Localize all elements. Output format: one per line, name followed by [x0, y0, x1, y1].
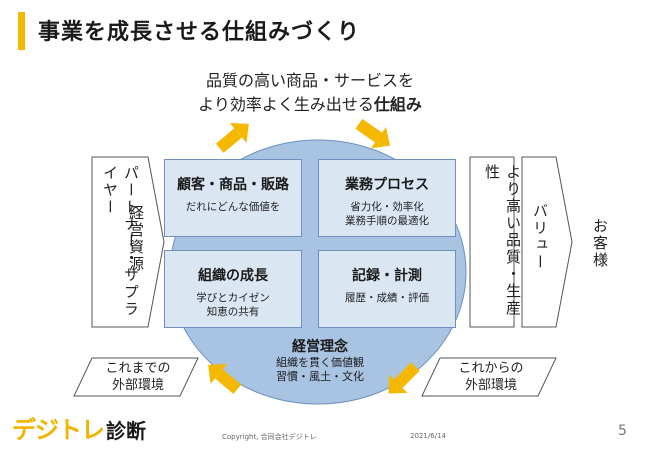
- title-accent-bar: [18, 12, 25, 50]
- quadrant-title: 記録・計測: [352, 268, 422, 284]
- company-logo: デジトレ診断: [12, 410, 146, 445]
- center-subs: 組織を貫く価値観 習慣・風土・文化: [240, 356, 400, 384]
- quadrant-sub-line: 学びとカイゼン: [196, 292, 270, 304]
- copyright-text: Copyright, 合同会社デジトレ: [222, 433, 317, 441]
- quadrant-sub-line: 省力化・効率化: [350, 201, 424, 213]
- headline-line2: より効率よく生み出せる仕組み: [120, 91, 500, 115]
- arrow-down-left-icon: [388, 362, 420, 394]
- quadrant-title: 組織の成長: [198, 268, 268, 284]
- arrow-up-right-icon: [215, 122, 249, 153]
- quadrant-customer: 顧客・商品・販路 だれにどんな価値を: [164, 159, 302, 237]
- headline-line2-prefix: より効率よく生み出せる: [198, 95, 374, 114]
- headline-line2-strong: 仕組み: [373, 95, 422, 114]
- customer-label: お客様: [591, 218, 609, 269]
- outer-env-past: これまでの 外部環境: [88, 360, 188, 394]
- outer-right-shape: [421, 357, 557, 397]
- logo-main-text: デジトレ: [12, 416, 105, 444]
- quadrant-sub-line: 業務手順の最適化: [345, 215, 429, 227]
- outer-env-past-line: これまでの: [105, 361, 171, 376]
- logo-sub-text: 診断: [106, 419, 146, 443]
- right-box-quality: より高い品質・生産性: [483, 164, 522, 317]
- slide-date: 2021/6/14: [410, 432, 446, 440]
- quadrant-title: 顧客・商品・販路: [177, 177, 289, 193]
- outer-left-shape: [73, 357, 199, 397]
- left-banner-shape: [91, 156, 165, 328]
- outer-env-future-line: 外部環境: [464, 378, 517, 393]
- quadrant-title: 業務プロセス: [345, 177, 429, 193]
- quadrant-records: 記録・計測 履歴・成績・評価: [318, 250, 456, 328]
- right-box2-shape: [521, 156, 573, 328]
- center-title: 経営理念: [292, 339, 348, 355]
- arrow-down-right-icon: [355, 118, 391, 149]
- quadrant-sub: だれにどんな価値を: [185, 201, 281, 213]
- quadrant-process: 業務プロセス 省力化・効率化 業務手順の最適化: [318, 159, 456, 237]
- outer-env-past-line: 外部環境: [111, 378, 164, 393]
- center-sub-line: 組織を貫く価値観: [276, 356, 364, 369]
- slide-title: 事業を成長させる仕組みづくり: [38, 20, 361, 45]
- quadrant-sub: 履歴・成績・評価: [345, 292, 429, 304]
- quadrant-organization: 組織の成長 学びとカイゼン 知恵の共有: [164, 250, 302, 328]
- outer-env-future-line: これからの: [458, 361, 524, 376]
- headline-line1: 品質の高い商品・サービスを: [205, 71, 414, 90]
- outer-env-future: これからの 外部環境: [436, 360, 546, 394]
- center-sub-line: 習慣・風土・文化: [276, 370, 364, 383]
- arrow-up-left-icon: [208, 363, 242, 394]
- left-banner-resources: 経営資源: [127, 205, 145, 273]
- quadrant-sub-line: 知恵の共有: [206, 306, 260, 318]
- quadrant-sub: 省力化・効率化 業務手順の最適化: [319, 200, 455, 228]
- right-box-value: バリュー: [531, 203, 549, 271]
- right-box1-shape: [469, 156, 515, 328]
- quadrant-sub: 学びとカイゼン 知恵の共有: [165, 291, 301, 319]
- page-number: 5: [618, 423, 627, 439]
- left-banner-partners: パートナー・サプライヤー: [101, 165, 140, 318]
